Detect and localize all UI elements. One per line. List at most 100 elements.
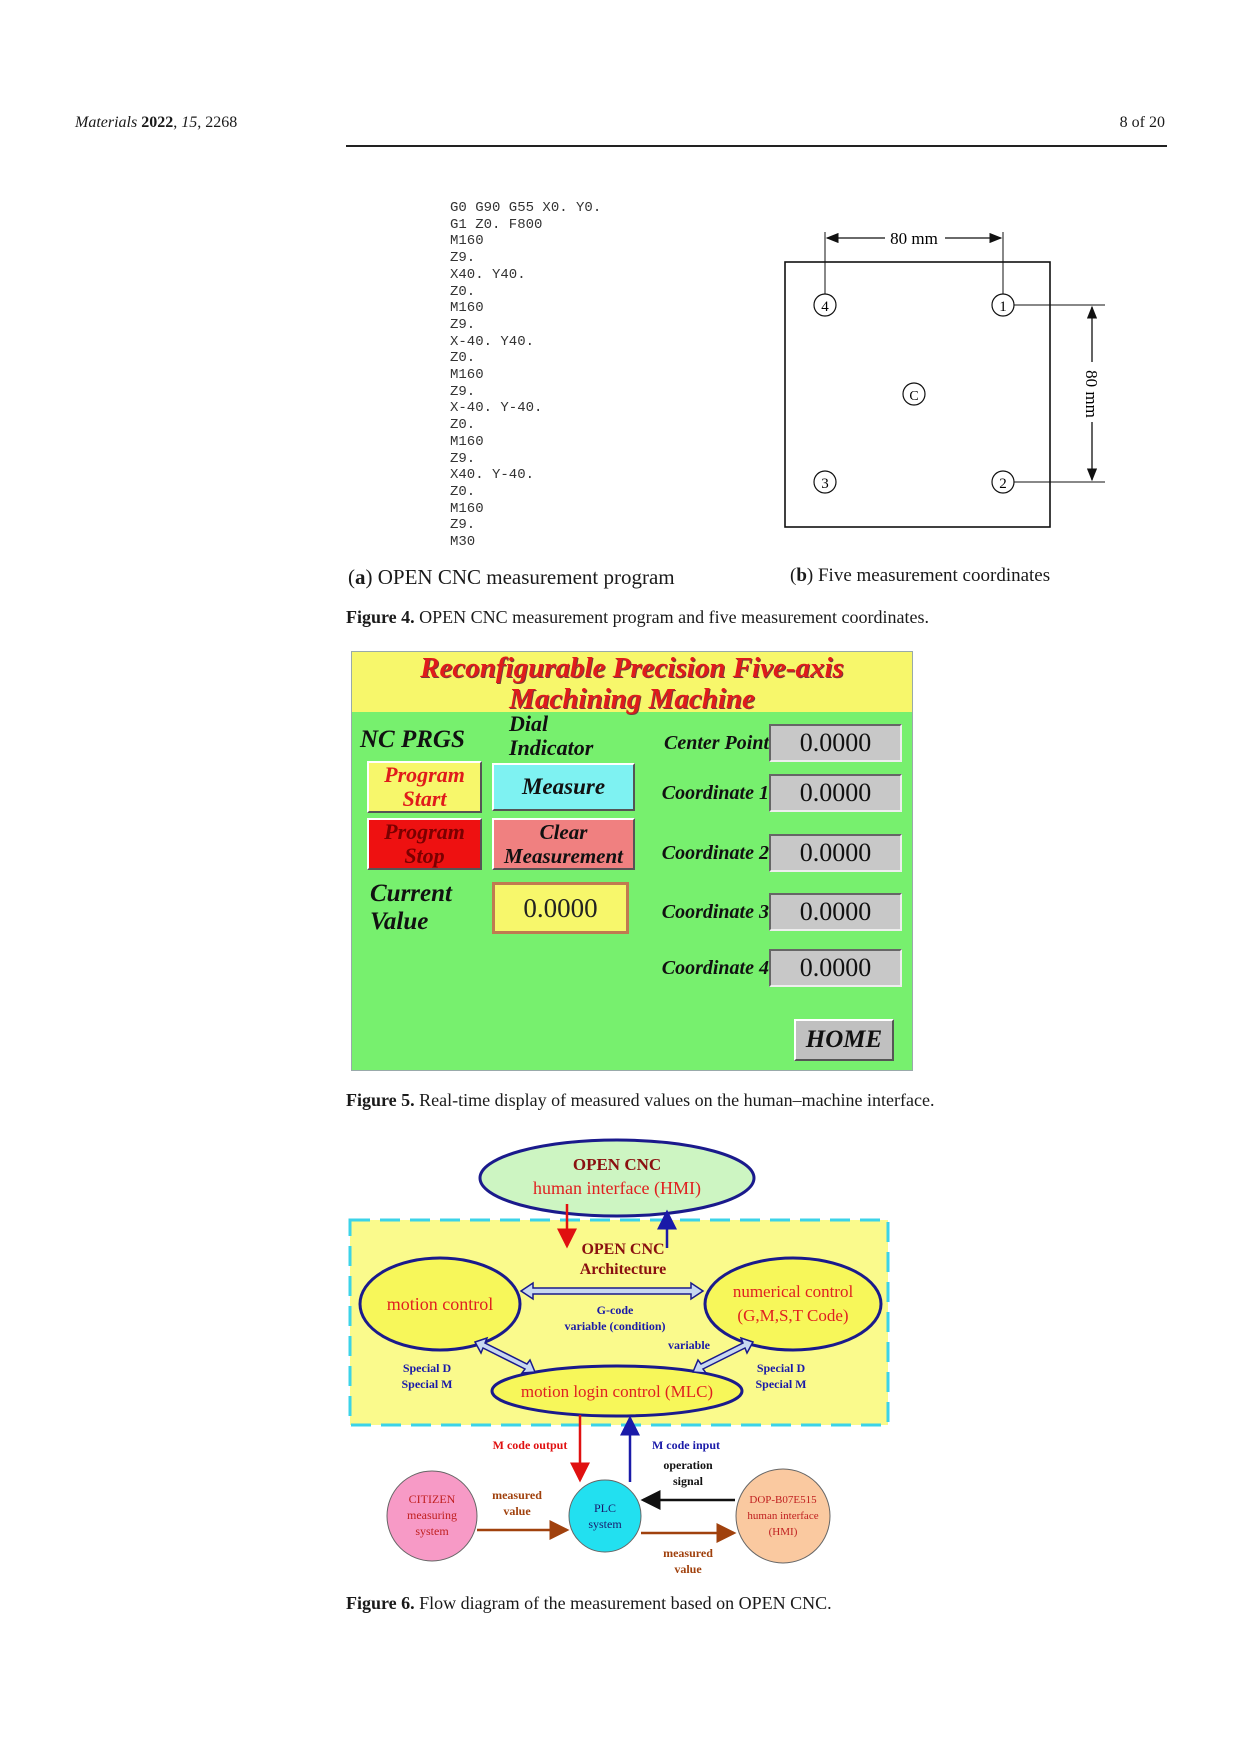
mlc-text: motion login control (MLC) bbox=[521, 1382, 713, 1401]
header-rule bbox=[346, 145, 1167, 147]
special-d-left: Special D bbox=[403, 1361, 452, 1375]
measured-label-left: measured bbox=[492, 1488, 542, 1502]
point-4: 4 bbox=[813, 293, 837, 317]
dop-text-1: DOP-B07E515 bbox=[749, 1494, 817, 1506]
article-number: 2268 bbox=[205, 114, 238, 131]
dial-label-line2: Indicator bbox=[509, 735, 594, 760]
hmi-sub-text: human interface (HMI) bbox=[533, 1178, 701, 1199]
value-label-right: value bbox=[674, 1562, 702, 1576]
dop-hmi-node bbox=[735, 1468, 831, 1564]
citizen-text-1: CITIZEN bbox=[409, 1492, 456, 1506]
coord-value-2: 0.0000 bbox=[769, 834, 902, 872]
gcode-line: Z9. bbox=[450, 250, 476, 267]
point-2: 2 bbox=[991, 470, 1015, 494]
coordinate-diagram: 80 mm 80 mm 4 1 C 3 2 bbox=[784, 229, 1105, 528]
gcode-line: X-40. Y-40. bbox=[450, 400, 543, 417]
journal-year: 2022 bbox=[141, 114, 174, 131]
operation-label-1: operation bbox=[663, 1458, 713, 1472]
motion-control-ellipse bbox=[358, 1256, 522, 1352]
svg-text:C: C bbox=[909, 389, 918, 404]
hmi-title-text: OPEN CNC bbox=[573, 1155, 661, 1174]
gcode-line: G1 Z0. F800 bbox=[450, 216, 543, 233]
coord-value-center: 0.0000 bbox=[769, 724, 902, 762]
dim-horizontal-label: 80 mm bbox=[890, 229, 938, 248]
journal-name: Materials bbox=[75, 114, 138, 131]
motion-control-text: motion control bbox=[387, 1294, 494, 1314]
program-stop-button[interactable]: Program Stop bbox=[367, 818, 482, 870]
right-diagonal-arrow bbox=[691, 1336, 755, 1374]
flow-diagram: OPEN CNC human interface (HMI) OPEN CNC … bbox=[348, 1138, 890, 1576]
numerical-control-text-1: numerical control bbox=[733, 1282, 854, 1301]
hmi-title-bar bbox=[352, 652, 912, 712]
arch-title-2: Architecture bbox=[580, 1261, 666, 1278]
plc-text-2: system bbox=[588, 1517, 622, 1531]
svg-text:4: 4 bbox=[821, 299, 829, 315]
special-d-right: Special D bbox=[757, 1361, 806, 1375]
subcaption-b: (b) Five measurement coordinates bbox=[790, 565, 1051, 586]
mlc-ellipse bbox=[490, 1364, 744, 1418]
point-c: C bbox=[902, 382, 926, 406]
journal-volume: 15 bbox=[181, 114, 198, 131]
measured-label-right: measured bbox=[663, 1546, 713, 1560]
gcode-line: G0 G90 G55 X0. Y0. bbox=[450, 200, 602, 216]
gcode-line: X40. Y-40. bbox=[450, 467, 535, 484]
plc-node bbox=[568, 1479, 642, 1553]
hmi-ellipse bbox=[478, 1138, 756, 1218]
gcode-line: Z9. bbox=[450, 316, 476, 333]
special-m-left: Special M bbox=[402, 1377, 453, 1391]
figure-4-caption: Figure 4. OPEN CNC measurement program a… bbox=[346, 607, 930, 627]
figure-5-caption: Figure 5. Real-time display of measured … bbox=[346, 1090, 935, 1110]
gcode-line: M160 bbox=[450, 433, 484, 450]
m-code-output-label: M code output bbox=[493, 1438, 568, 1452]
home-button[interactable]: HOME bbox=[794, 1019, 894, 1061]
dop-text-2: human interface bbox=[747, 1510, 818, 1522]
plate-outline bbox=[784, 261, 1051, 528]
svg-text:1: 1 bbox=[999, 299, 1007, 315]
current-value-label-line1: Current bbox=[370, 880, 452, 907]
coord-label-center: Center Point bbox=[663, 732, 769, 754]
gcode-line: X-40. Y40. bbox=[450, 333, 535, 350]
current-value-label-line2: Value bbox=[370, 908, 429, 935]
arch-title-1: OPEN CNC bbox=[581, 1241, 664, 1258]
program-start-button[interactable]: Program Start bbox=[367, 761, 482, 813]
measure-button[interactable]: Measure bbox=[492, 763, 635, 811]
gcode-line: Z0. bbox=[450, 483, 476, 500]
numerical-control-ellipse bbox=[703, 1256, 883, 1352]
m-code-input-label: M code input bbox=[652, 1438, 720, 1452]
coord-value-4: 0.0000 bbox=[769, 949, 902, 987]
gcode-line: Z9. bbox=[450, 383, 476, 400]
svg-text:3: 3 bbox=[821, 476, 829, 492]
citizen-node bbox=[386, 1470, 478, 1562]
running-header: Materials 2022, 15, 2268 bbox=[75, 114, 238, 131]
numerical-control-text-2: (G,M,S,T Code) bbox=[737, 1306, 848, 1325]
point-3: 3 bbox=[813, 470, 837, 494]
current-value-display: 0.0000 bbox=[492, 882, 629, 934]
dial-label-line1: Dial bbox=[509, 711, 549, 736]
coord-label-1: Coordinate 1 bbox=[661, 782, 769, 804]
gcode-label-1: G-code bbox=[597, 1303, 634, 1317]
hmi-screen: Reconfigurable Precision Five-axis Machi… bbox=[351, 651, 913, 1071]
gcode-label-2: variable (condition) bbox=[565, 1319, 666, 1333]
clear-measurement-button[interactable]: Clear Measurement bbox=[492, 818, 635, 870]
dop-text-3: (HMI) bbox=[769, 1526, 798, 1538]
value-label-left: value bbox=[503, 1504, 531, 1518]
point-1: 1 bbox=[991, 293, 1015, 317]
hmi-title-line2: Machining Machine bbox=[509, 683, 755, 715]
dim-vertical-label: 80 mm bbox=[1082, 370, 1101, 418]
gcode-line: M160 bbox=[450, 300, 484, 317]
coord-label-4: Coordinate 4 bbox=[661, 957, 769, 979]
special-m-right: Special M bbox=[756, 1377, 807, 1391]
figure-6-caption: Figure 6. Flow diagram of the measuremen… bbox=[346, 1593, 832, 1613]
gcode-line: Z0. bbox=[450, 283, 476, 300]
coord-value-3: 0.0000 bbox=[769, 893, 902, 931]
citizen-text-2: measuring bbox=[407, 1508, 457, 1522]
coord-value-1: 0.0000 bbox=[769, 774, 902, 812]
coord-label-3: Coordinate 3 bbox=[661, 901, 769, 923]
gcode-line: Z9. bbox=[450, 450, 476, 467]
gcode-line: X40. Y40. bbox=[450, 266, 526, 283]
citizen-text-3: system bbox=[415, 1524, 449, 1538]
plc-text-1: PLC bbox=[594, 1501, 616, 1515]
gcode-line: Z0. bbox=[450, 417, 476, 434]
gcode-line: M30 bbox=[450, 534, 476, 551]
